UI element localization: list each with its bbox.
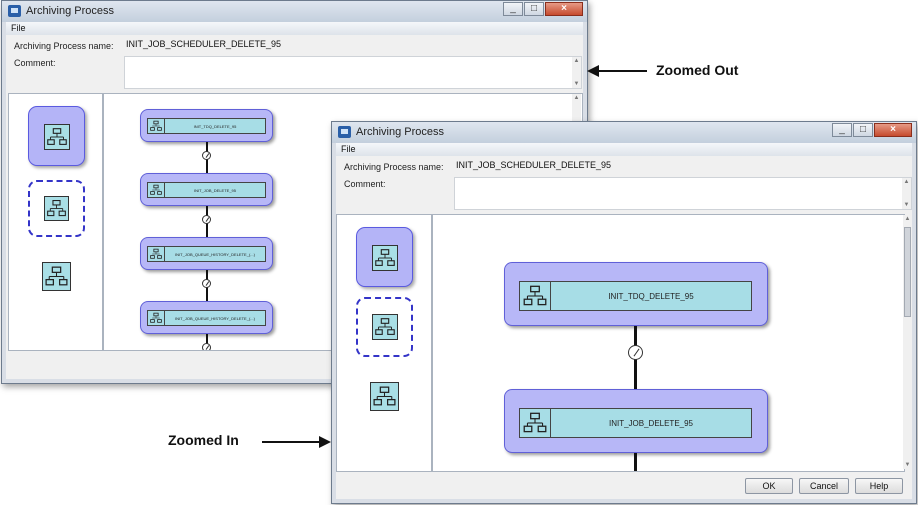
palette-item[interactable] (42, 262, 71, 291)
comment-field[interactable] (124, 56, 582, 89)
palette-item[interactable] (370, 382, 399, 411)
comment-scrollbar[interactable]: ▲▼ (902, 178, 911, 209)
node-label: INIT_JOB_DELETE_95 (608, 418, 694, 428)
flowchart-icon (148, 183, 165, 197)
palette-item-selected[interactable] (356, 227, 413, 287)
minimize-button[interactable]: _ (832, 123, 852, 137)
menu-file[interactable]: File (11, 23, 26, 33)
timer-icon (202, 215, 211, 224)
flowchart-icon (148, 247, 165, 261)
menu-file[interactable]: File (341, 144, 356, 154)
flowchart-icon (370, 382, 399, 411)
flowchart-icon (520, 282, 551, 310)
process-node[interactable]: INIT_JOB_DELETE_95 (504, 389, 768, 453)
title-bar: Archiving Process _ □ × (2, 1, 587, 22)
process-node[interactable]: INIT_TDQ_DELETE_95 (504, 262, 768, 326)
flowchart-icon (42, 262, 71, 291)
process-node[interactable]: INIT_TDQ_DELETE_95 (140, 109, 273, 142)
flowchart-icon (520, 409, 551, 437)
comment-scrollbar[interactable]: ▲▼ (572, 57, 581, 88)
process-canvas[interactable]: INIT_TDQ_DELETE_95 INIT_JOB_DELETE_95 (432, 214, 905, 472)
arrow-right-icon (262, 436, 331, 448)
flowchart-icon (372, 245, 398, 271)
process-name-field[interactable]: INIT_JOB_SCHEDULER_DELETE_95 (454, 159, 912, 174)
node-label: INIT_TDQ_DELETE_95 (608, 291, 694, 301)
help-button[interactable]: Help (855, 478, 903, 494)
menu-bar: File (336, 143, 912, 156)
node-label: INIT_JOB_QUEUE_HISTORY_DELETE_(...) (175, 251, 255, 257)
app-icon (8, 5, 21, 17)
timer-icon (202, 343, 211, 350)
maximize-button[interactable]: □ (853, 123, 873, 137)
window-title: Archiving Process (26, 5, 115, 17)
scroll-thumb[interactable] (904, 227, 911, 317)
close-button[interactable]: × (874, 123, 912, 137)
process-name-field[interactable]: INIT_JOB_SCHEDULER_DELETE_95 (124, 38, 582, 53)
arrow-left-icon (587, 65, 647, 77)
flowchart-icon (372, 314, 398, 340)
canvas-scrollbar[interactable]: ▲ ▼ (903, 215, 912, 469)
comment-field[interactable] (454, 177, 912, 210)
comment-label: Comment: (14, 58, 56, 68)
connector-line (206, 334, 208, 350)
flowchart-icon (148, 311, 165, 325)
palette-item-dashed[interactable] (356, 297, 413, 357)
cancel-button[interactable]: Cancel (799, 478, 849, 494)
process-node[interactable]: INIT_JOB_QUEUE_HISTORY_DELETE_(...) (140, 237, 273, 270)
connector-line (634, 453, 637, 471)
timer-icon (202, 279, 211, 288)
node-label: INIT_JOB_QUEUE_HISTORY_DELETE_(...) (175, 315, 255, 321)
app-icon (338, 126, 351, 138)
flowchart-icon (148, 119, 165, 133)
archiving-process-window-zoomed-in: Archiving Process _ □ × File Archiving P… (331, 121, 917, 504)
palette-panel (8, 93, 103, 351)
palette-item-dashed[interactable] (28, 180, 85, 237)
comment-label: Comment: (344, 179, 386, 189)
close-button[interactable]: × (545, 2, 583, 16)
timer-icon (628, 345, 643, 360)
palette-panel (336, 214, 432, 472)
node-label: INIT_JOB_DELETE_95 (193, 187, 237, 193)
flowchart-icon (44, 196, 69, 221)
menu-bar: File (6, 22, 583, 35)
flowchart-icon (44, 124, 70, 150)
palette-item-selected[interactable] (28, 106, 85, 166)
minimize-button[interactable]: _ (503, 2, 523, 16)
process-name-label: Archiving Process name: (344, 162, 444, 172)
process-node[interactable]: INIT_JOB_DELETE_95 (140, 173, 273, 206)
window-title: Archiving Process (356, 126, 445, 138)
process-name-label: Archiving Process name: (14, 41, 114, 51)
zoomed-out-annotation: Zoomed Out (656, 62, 739, 78)
process-node[interactable]: INIT_JOB_QUEUE_HISTORY_DELETE_(...) (140, 301, 273, 334)
node-label: INIT_TDQ_DELETE_95 (193, 123, 237, 129)
maximize-button[interactable]: □ (524, 2, 544, 16)
timer-icon (202, 151, 211, 160)
zoomed-in-annotation: Zoomed In (168, 432, 239, 448)
ok-button[interactable]: OK (745, 478, 793, 494)
title-bar: Archiving Process _ □ × (332, 122, 916, 143)
